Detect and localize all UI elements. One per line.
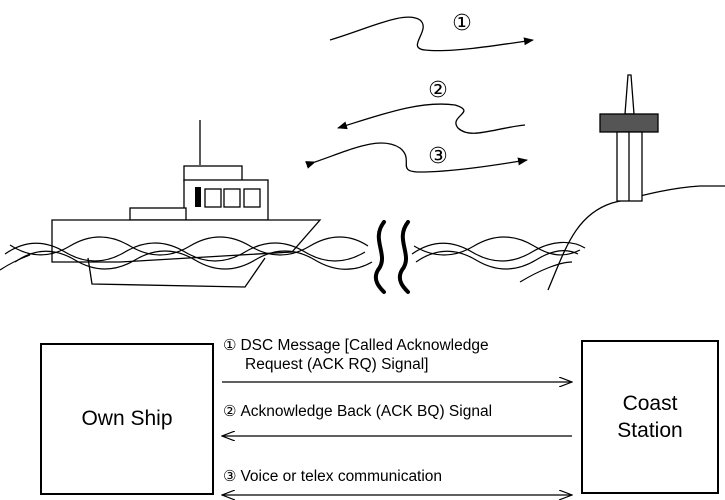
signal-wave-3 (305, 142, 528, 173)
own-ship-box: Own Ship (40, 343, 214, 495)
message-1-line2: Request (ACK RQ) Signal] (245, 356, 429, 373)
signal-wave-2 (337, 103, 526, 134)
sea-waves-right (411, 236, 586, 283)
message-2-text: Acknowledge Back (ACK BQ) Signal (240, 403, 493, 420)
coast-station-box: Coast Station (581, 340, 719, 494)
signal-wave-1 (329, 16, 534, 52)
message-arrows (0, 300, 725, 500)
message-1-number: ① (223, 337, 237, 354)
message-3-number: ③ (223, 468, 237, 485)
message-1-line1: DSC Message [Called Acknowledge (240, 337, 489, 354)
coast-station-label-line2: Station (617, 419, 683, 442)
message-2-number: ② (223, 403, 237, 420)
ship-to-coast-illustration: ① ② ③ (0, 11, 725, 294)
coastline (547, 185, 725, 291)
sea-waves-left (0, 236, 373, 271)
own-ship-label: Own Ship (81, 407, 173, 430)
signal-number-3: ③ (428, 144, 448, 169)
signal-number-1: ① (452, 11, 472, 36)
coast-station-tower (599, 74, 659, 202)
coast-station-label-line1: Coast (622, 392, 678, 415)
message-3-text: Voice or telex communication (240, 468, 443, 485)
signal-number-2: ② (428, 78, 448, 103)
distance-break-marks (373, 220, 410, 294)
ship-drawing (51, 120, 322, 288)
